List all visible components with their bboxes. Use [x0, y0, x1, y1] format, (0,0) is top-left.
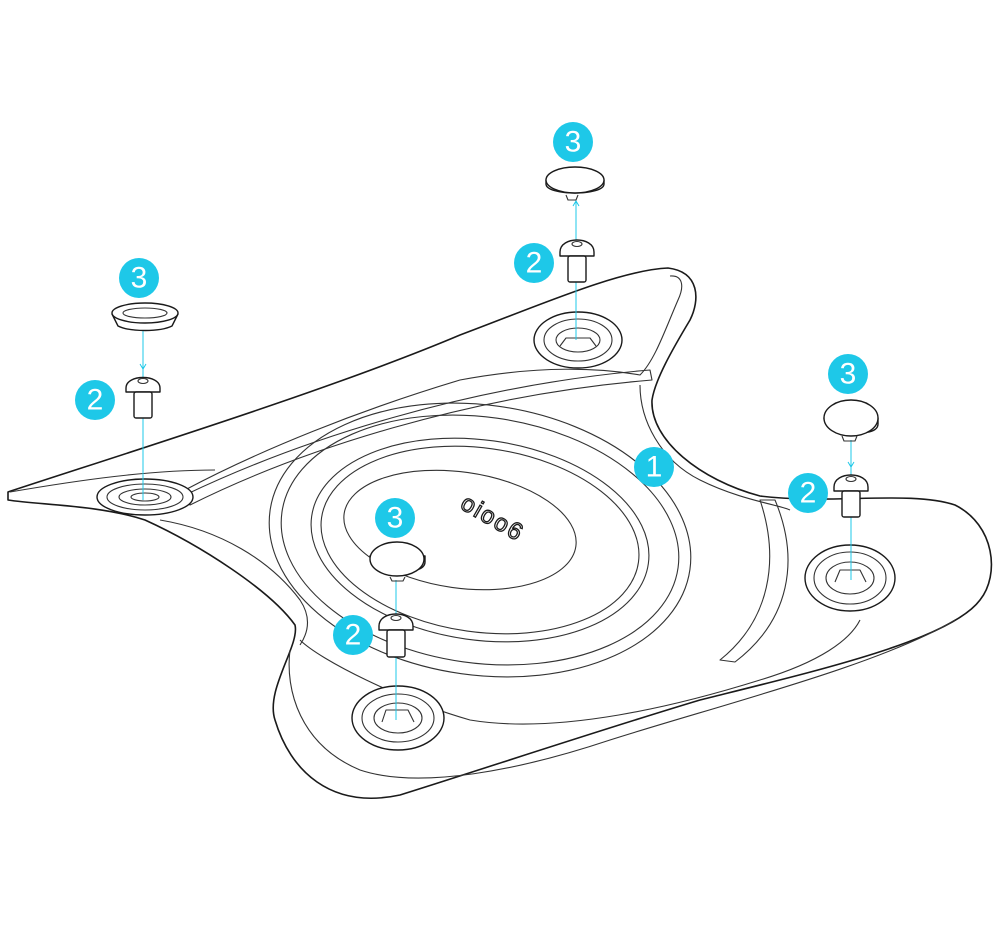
- callout-label: 2: [800, 477, 817, 510]
- base-plate-left-edge-contour: [159, 519, 309, 646]
- guide-arrow-top: [572, 200, 580, 207]
- outer-ring-2: [280, 414, 680, 666]
- base-plate-inner-contour: [184, 275, 861, 725]
- callout-part-1: 1: [634, 447, 674, 487]
- inner-recess: [343, 469, 577, 591]
- mount-boss-bottom: [351, 685, 445, 751]
- callout-cap-top: 3: [553, 122, 593, 162]
- cap-center: [369, 541, 426, 582]
- screw-top: [559, 239, 595, 283]
- mount-boss-left: [96, 478, 194, 516]
- callout-label: 2: [526, 247, 543, 280]
- screw-left: [125, 376, 161, 419]
- callout-screw-top: 2: [514, 243, 554, 283]
- base-plate-right-ridge: [719, 499, 789, 663]
- middle-ring-2: [320, 445, 640, 635]
- callout-label: 3: [565, 126, 582, 159]
- base-plate-rim: [288, 619, 956, 779]
- callout-label: 3: [840, 358, 857, 391]
- outer-ring-1: [268, 402, 692, 678]
- callout-screw-center: 2: [333, 615, 373, 655]
- brand-logo: oioo6: [456, 489, 529, 547]
- base-plate-outline: [7, 267, 993, 799]
- callout-label: 1: [646, 451, 663, 484]
- cap-left: [111, 302, 179, 332]
- callout-screw-right: 2: [788, 473, 828, 513]
- callout-screw-left: 2: [75, 380, 115, 420]
- callout-bubble: [828, 354, 868, 394]
- callout-bubble: [553, 122, 593, 162]
- callout-cap-center: 3: [375, 498, 415, 538]
- base-plate-ridge: [184, 369, 653, 506]
- cap-top: [545, 166, 605, 201]
- callout-bubble: [788, 473, 828, 513]
- callout-bubble: [75, 380, 115, 420]
- callout-bubble: [375, 498, 415, 538]
- mount-boss-top: [533, 311, 623, 369]
- screw-center: [378, 613, 414, 658]
- cap-right: [823, 399, 879, 442]
- callout-bubble: [514, 243, 554, 283]
- callout-cap-right: 3: [828, 354, 868, 394]
- callout-label: 2: [345, 619, 362, 652]
- callout-label: 3: [131, 262, 148, 295]
- callout-label: 2: [87, 384, 104, 417]
- screw-right: [833, 474, 869, 518]
- callout-cap-left: 3: [119, 258, 159, 298]
- base-plate-left-arm-ridge: [9, 469, 216, 493]
- mount-boss-right: [804, 544, 896, 612]
- guide-arrow-left: [139, 363, 147, 370]
- middle-ring-1: [310, 437, 650, 643]
- callout-label: 3: [387, 502, 404, 535]
- callout-bubble: [333, 615, 373, 655]
- callout-bubble: [119, 258, 159, 298]
- base-plate: oioo6: [7, 267, 993, 799]
- callout-bubble: [634, 447, 674, 487]
- guide-arrow-right: [847, 461, 855, 468]
